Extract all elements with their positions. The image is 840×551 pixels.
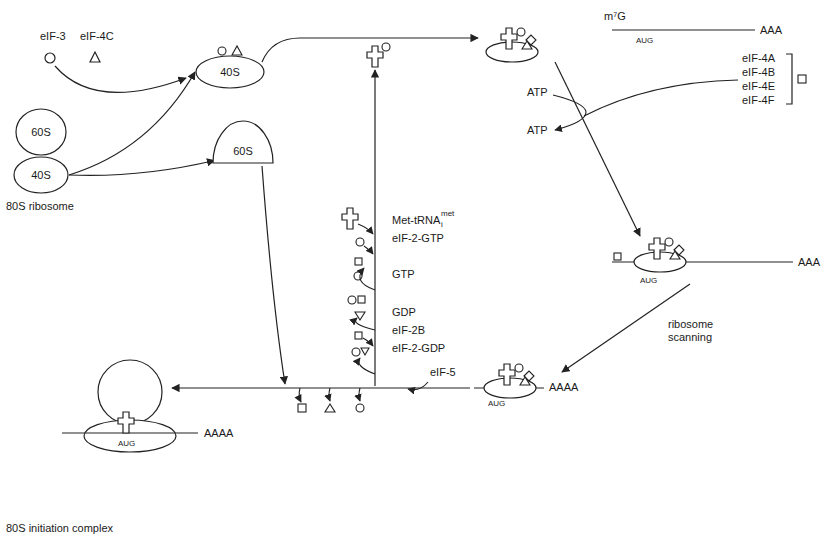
ribosome-subunit: 60S [15,108,67,156]
preinitiation-complex [486,28,538,62]
release-arrow [360,268,375,290]
atp-arrow [553,95,586,130]
annotation-label: GTP [392,268,415,281]
dissociation-arrow [69,161,215,176]
annotation-label: eIF-2-GTP [392,232,444,245]
annotation-label: Met-tRNA [392,214,440,227]
factor-bracket [786,54,792,104]
eif4-symbol [798,75,806,83]
released-factor [298,404,306,412]
annotation-label: AUG [118,439,135,448]
annotation-label: eIF-4C [80,30,114,43]
large-subunit [98,360,162,424]
annotation-label: eIF-4F [742,94,774,107]
eif5-arrow [408,382,428,390]
annotation-label: 80S ribosome [6,200,74,213]
subunit-outline-path [196,56,264,88]
eif3-symbol [45,53,55,63]
pathway-arrow [555,62,640,236]
release-arrow [329,388,330,401]
annotation-label: AUG [488,399,505,408]
mrna-bound-complex [634,238,686,272]
annotation-label: i [441,220,443,229]
annotation-label: met [441,209,454,218]
annotation-label: eIF-4B [742,66,775,79]
mrna-strand [612,29,755,30]
binding-arrow [358,224,373,234]
eif4-symbol [614,253,621,260]
annotation-label: eIF-3 [40,30,66,43]
met-trna-symbol [342,208,358,229]
bound-factor [218,47,226,55]
released-factor [356,404,364,412]
subunit-outline [212,120,274,164]
subunit-label: 60S [31,126,51,139]
annotation-label: 80S initiation complex [6,522,113,535]
eif2b-symbol [355,258,362,265]
subunit-joining-arrow [262,166,285,384]
subunit-outline-path [16,109,66,155]
pathway-arrow [300,37,478,38]
subunit-outline-path [213,121,273,163]
released-factor [325,404,335,412]
mrna-strand [62,432,198,433]
ribosome-subunit: 40S [195,55,265,89]
aug-bound-complex [484,364,536,398]
ribosome-subunit: 60S [212,120,274,164]
annotation-label: AAA [760,24,782,37]
met-trna-symbol [118,412,134,433]
pathway-arrow [374,70,375,386]
ternary-complex [367,46,383,67]
subunit-text-box: 40S [31,169,51,182]
eif2b-symbol [358,296,365,303]
eif2-symbol [356,238,364,246]
eif2b-symbol [355,332,362,339]
annotation-label: GDP [392,306,416,319]
release-arrow [299,388,301,402]
bound-factor [382,43,390,51]
annotation-label: eIF-4A [742,52,775,65]
subunit-text-box: 40S [220,66,240,79]
annotation-label: AAA [798,256,820,269]
release-arrow [359,388,360,401]
release-arrow [355,318,375,330]
factor-binding-arrow [55,66,186,92]
annotation-label: m⁷G [604,10,626,23]
subunit-text-box: 60S [233,145,253,164]
gdp-symbol [361,348,369,355]
bound-factor [232,46,242,55]
annotation-label: AUG [640,276,657,285]
subunit-text-box: 60S [31,126,51,139]
subunit-outline-path [14,157,68,193]
dissociation-arrow [69,72,195,175]
annotation-label: ATP [527,124,548,137]
subunit-label: 60S [233,145,253,158]
annotation-label: eIF-5 [430,366,456,379]
eif2-symbol [348,296,356,304]
pathway-line [262,38,300,62]
eif4c-symbol [90,52,100,62]
binding-arrow [363,338,373,346]
annotation-label: eIF-2-GDP [392,342,445,355]
subunit-label: 40S [220,66,240,79]
annotation-label: ribosome scanning [668,318,730,343]
ribosome-subunit: 40S [13,156,69,194]
annotation-label: eIF-2B [392,324,425,337]
subunit-label: 40S [31,169,51,182]
binding-arrow [364,246,373,254]
pathway-arrow [172,387,470,388]
annotation-label: AUG [636,36,653,45]
annotation-label: AAAA [204,427,233,440]
eif2-symbol [352,348,360,356]
factor-join-line [584,80,738,116]
annotation-label: ATP [527,86,548,99]
annotation-label: AAAA [549,381,578,394]
annotation-label: eIF-4E [742,80,775,93]
release-arrow [359,358,375,374]
small-subunit [84,420,176,452]
